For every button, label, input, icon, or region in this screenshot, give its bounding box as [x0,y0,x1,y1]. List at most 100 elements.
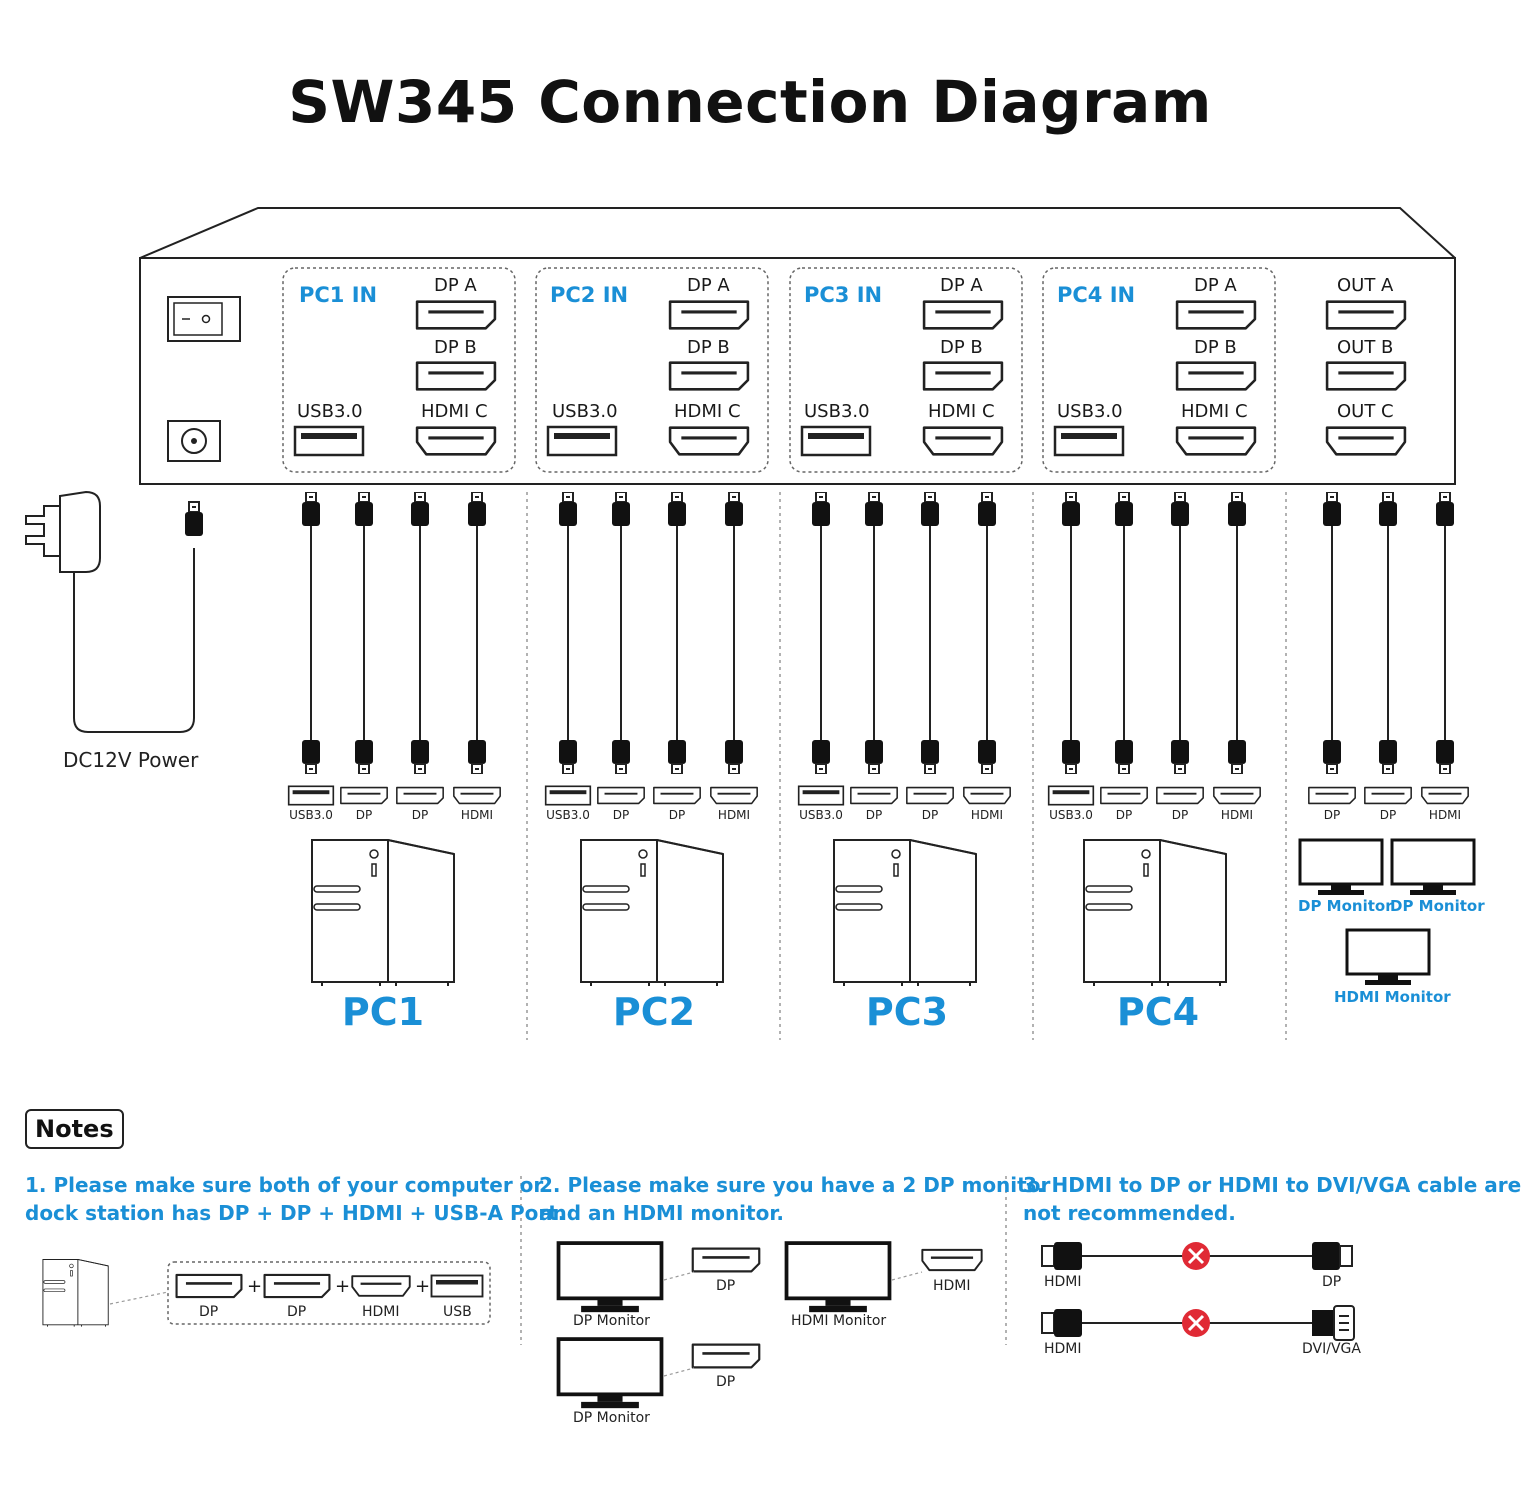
note1-port-hdmi: HDMI [362,1304,400,1320]
pc-port-row [287,785,1470,806]
pc1-cable-top-plug-icon [354,492,374,526]
out-port-label: DP [1323,808,1341,822]
pc1-dp-a-label: DP A [434,275,477,296]
pc1-hdmi-label: HDMI C [421,401,488,422]
note2-hdmi-label: HDMI [933,1278,971,1294]
pc4-tower-icon [1083,839,1227,986]
pc1-in-header: PC1 IN [299,283,378,307]
pc1-cable-top-plug-icon [301,492,321,526]
note3-row1-left: HDMI [1044,1274,1082,1290]
port-group-pc1 [282,267,516,473]
note1-port-usb: USB [443,1304,472,1320]
pc4-cable-bottom-plug-icon [1114,740,1134,774]
pc4-usb-port-icon [1047,785,1095,806]
notes-heading: Notes [25,1109,124,1149]
pc1-cable-top-plug-icon [410,492,430,526]
pc3-cable-top-plug-icon [864,492,884,526]
port-group-pc4 [1042,267,1276,473]
pc3-dp-b-label: DP B [940,337,983,358]
pc4-port-label: HDMI [1220,808,1254,822]
pc4-dp-port-icon [1155,786,1205,805]
note3-illustration [1041,1242,1355,1341]
dp-monitor-1-label: DP Monitor [1298,897,1393,915]
pc3-label: PC3 [865,990,949,1034]
pc4-dp-port-icon [1099,786,1149,805]
pc3-cable-top-plug-icon [811,492,831,526]
out-cable-bottom-plug-icon [1322,740,1342,774]
note1-port-dp-2: DP [287,1304,307,1320]
out-dp-port-icon [1363,786,1413,805]
pc2-usb-label: USB3.0 [552,401,618,422]
not-recommended-icon-1 [1182,1242,1210,1270]
pc3-hdmi-label: HDMI C [928,401,995,422]
not-recommended-icon-2 [1182,1309,1210,1337]
pc2-port-label: DP [612,808,630,822]
pc3-cable-top-plug-icon [977,492,997,526]
out-port-label: HDMI [1428,808,1462,822]
note2-illustration [556,1241,983,1410]
power-label: DC12V Power [63,748,199,772]
pc3-cable-top-plug-icon [920,492,940,526]
out-port-label: DP [1379,808,1397,822]
pc1-usb-label: USB3.0 [297,401,363,422]
note1-plus-3: + [415,1276,431,1297]
hdmi-monitor-icon [1345,928,1431,986]
pc1-cable-top-plug-icon [467,492,487,526]
pc2-dp-port-icon [596,786,646,805]
port-group-pc2 [535,267,769,473]
dp-monitor-2-label: DP Monitor [1390,897,1485,915]
pc3-hdmi-port-icon [962,786,1012,805]
note2-dp-1-label: DP [716,1278,736,1294]
pc2-usb-port-icon [544,785,592,806]
pc1-port-label: HDMI [460,808,494,822]
pc2-cable-bottom-plug-icon [667,740,687,774]
pc2-cable-bottom-plug-icon [558,740,578,774]
out-a-label: OUT A [1337,275,1394,296]
pc1-hdmi-port-icon [452,786,502,805]
note3-line2: not recommended. [1023,1201,1236,1225]
page-title: SW345 Connection Diagram [288,68,1212,136]
port-group-pc3 [789,267,1023,473]
out-hdmi-port-icon [1420,786,1470,805]
pc2-cable-top-plug-icon [611,492,631,526]
pc3-usb-label: USB3.0 [804,401,870,422]
note3-row2-left: HDMI [1044,1341,1082,1357]
out-dp-port-icon [1307,786,1357,805]
pc4-cable-top-plug-icon [1061,492,1081,526]
pc3-dp-a-label: DP A [940,275,983,296]
out-cable-bottom-plug-icon [1378,740,1398,774]
pc4-in-header: PC4 IN [1057,283,1136,307]
power-adapter-icon [25,490,195,733]
column-separators [526,492,1287,1040]
pc1-cable-bottom-plug-icon [410,740,430,774]
pc3-cable-bottom-plug-icon [864,740,884,774]
pc4-dp-a-label: DP A [1194,275,1237,296]
hdmi-monitor-label: HDMI Monitor [1334,988,1451,1006]
pc4-port-label: DP [1115,808,1133,822]
pc2-cable-top-plug-icon [724,492,744,526]
dp-monitor-2-icon [1390,838,1476,896]
pc4-dp-b-label: DP B [1194,337,1237,358]
pc1-port-label: DP [411,808,429,822]
pc4-hdmi-port-icon [1212,786,1262,805]
note2-dp-monitor-2-label: DP Monitor [573,1410,650,1426]
pc3-cable-bottom-plug-icon [811,740,831,774]
pc3-cable-bottom-plug-icon [977,740,997,774]
pc3-in-header: PC3 IN [804,283,883,307]
pc2-in-header: PC2 IN [550,283,629,307]
out-b-label: OUT B [1337,337,1394,358]
pc1-cable-bottom-plug-icon [467,740,487,774]
pc2-cable-top-plug-icon [558,492,578,526]
pc2-label: PC2 [612,990,696,1034]
pc2-tower-icon [580,839,724,986]
note1-line2: dock station has DP + DP + HDMI + USB-A … [25,1201,566,1225]
cables [301,492,1455,774]
note2-hdmi-monitor-label: HDMI Monitor [791,1313,887,1329]
pc1-dp-b-label: DP B [434,337,477,358]
notes-separators [520,1176,1007,1345]
pc1-dp-port-icon [339,786,389,805]
pc3-dp-port-icon [849,786,899,805]
pc3-cable-bottom-plug-icon [920,740,940,774]
note3-row2-right: DVI/VGA [1302,1341,1361,1357]
